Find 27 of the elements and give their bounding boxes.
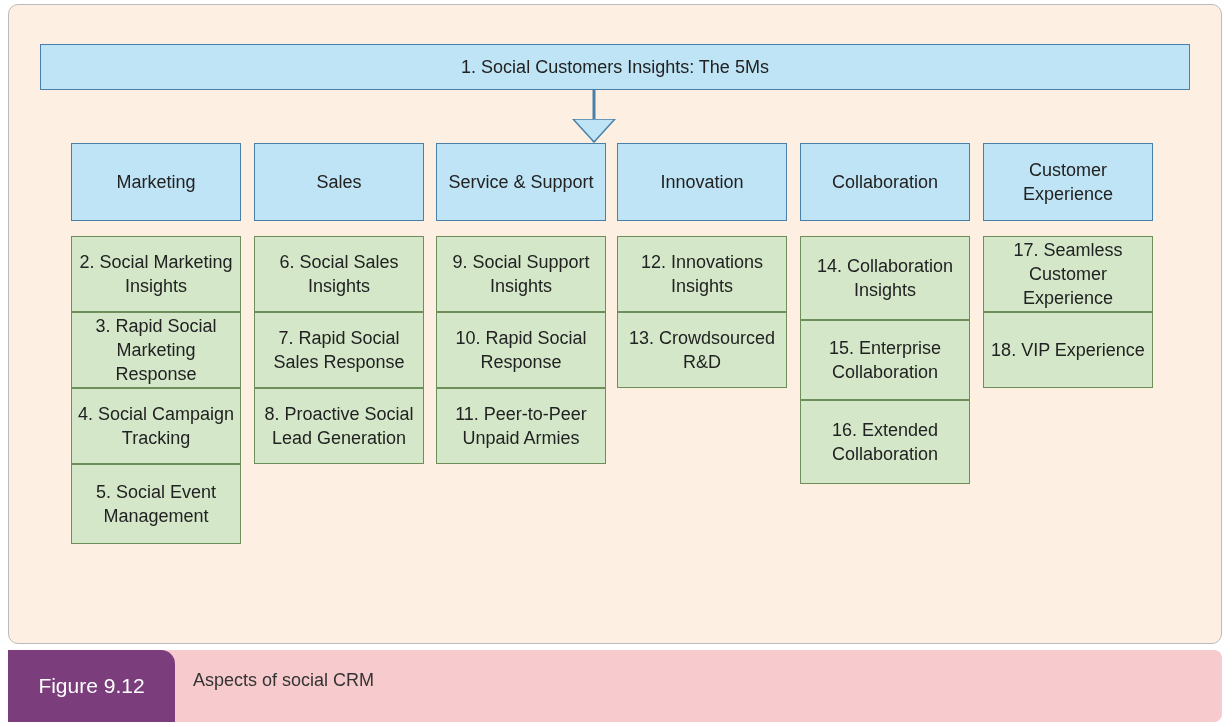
category-header-box: Customer Experience [983, 143, 1153, 221]
feature-box: 3. Rapid Social Marketing Response [71, 312, 241, 388]
feature-box: 2. Social Marketing Insights [71, 236, 241, 312]
feature-box: 15. Enterprise Collaboration [800, 320, 970, 400]
feature-box: 14. Collaboration Insights [800, 236, 970, 320]
feature-box: 13. Crowdsourced R&D [617, 312, 787, 388]
banner-box: 1. Social Customers Insights: The 5Ms [40, 44, 1190, 90]
feature-box: 7. Rapid Social Sales Response [254, 312, 424, 388]
category-header-box: Service & Support [436, 143, 606, 221]
feature-box: 11. Peer-to-Peer Unpaid Armies [436, 388, 606, 464]
category-header-box: Sales [254, 143, 424, 221]
feature-box: 17. Seamless Customer Experience [983, 236, 1153, 312]
category-header-box: Innovation [617, 143, 787, 221]
feature-box: 18. VIP Experience [983, 312, 1153, 388]
feature-box: 4. Social Campaign Tracking [71, 388, 241, 464]
block-arrow [572, 90, 616, 143]
category-header-box: Collaboration [800, 143, 970, 221]
feature-box: 8. Proactive Social Lead Generation [254, 388, 424, 464]
feature-box: 10. Rapid Social Response [436, 312, 606, 388]
figure-number: Figure 9.12 [8, 650, 175, 722]
figure-caption: Aspects of social CRM [193, 670, 375, 691]
feature-box: 6. Social Sales Insights [254, 236, 424, 312]
feature-box: 5. Social Event Management [71, 464, 241, 544]
feature-box: 9. Social Support Insights [436, 236, 606, 312]
category-header-box: Marketing [71, 143, 241, 221]
feature-box: 16. Extended Collaboration [800, 400, 970, 484]
feature-box: 12. Innovations Insights [617, 236, 787, 312]
